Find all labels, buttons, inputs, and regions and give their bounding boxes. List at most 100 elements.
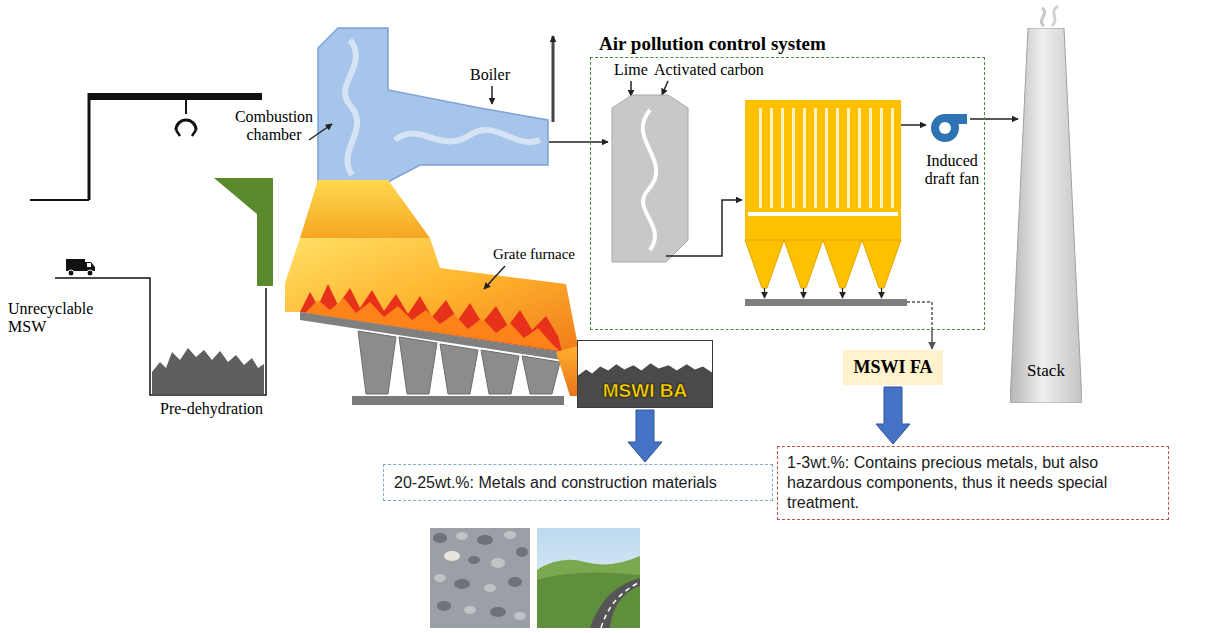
node-text: MSWI BA	[603, 380, 687, 402]
fan-icon	[945, 114, 967, 124]
node-text: 1-3wt.%: Contains precious metals, but a…	[787, 453, 1159, 513]
gravel-photo	[456, 532, 468, 540]
spray-dryer	[643, 110, 656, 250]
leader-arrow	[549, 141, 608, 143]
combustion-chamber	[318, 28, 548, 182]
fan-icon	[970, 118, 1018, 120]
node-text: MSWI FA	[853, 357, 932, 378]
combustion-chamber	[395, 130, 540, 142]
stack-chimney: Stack	[1010, 28, 1082, 403]
node-text: Air pollution control system	[599, 33, 826, 55]
road-photo	[590, 578, 640, 628]
gravel-photo	[514, 612, 526, 620]
spray-dryer	[612, 95, 742, 262]
part-label: Pre-dehydration	[160, 400, 263, 418]
waste-pit	[55, 278, 266, 395]
smoke	[1041, 6, 1058, 26]
part-label: Combustion chamber	[232, 108, 316, 145]
road-photo	[601, 582, 640, 628]
stack-shape	[1010, 28, 1082, 403]
feed-chute	[214, 178, 273, 286]
waste-pit	[55, 278, 266, 395]
bag-filter	[764, 288, 765, 298]
crane	[88, 93, 262, 100]
combustion-chamber	[300, 180, 430, 238]
part-label: Boiler	[470, 66, 510, 84]
node-text: Stack	[1027, 361, 1065, 381]
gravel-photo	[464, 606, 476, 614]
bag-filter	[842, 288, 843, 298]
waste-pit	[152, 348, 264, 394]
gravel-photo	[454, 579, 470, 589]
leader-arrow	[491, 86, 493, 104]
road-photo	[537, 528, 640, 628]
bag-filter	[745, 299, 907, 306]
bag-filter	[745, 240, 784, 288]
bag-filter	[745, 100, 901, 240]
note-box: 20-25wt.%: Metals and construction mater…	[383, 464, 773, 501]
region-box: Air pollution control system	[590, 57, 985, 330]
crane	[88, 93, 91, 200]
truck-icon	[66, 259, 85, 271]
gravel-photo	[504, 531, 516, 539]
gravel-photo	[444, 551, 460, 561]
grate-furnace	[285, 238, 582, 405]
bag-filter	[745, 100, 932, 330]
part-label: Induced draft fan	[920, 152, 984, 189]
ash-bin: MSWI BA	[577, 340, 713, 408]
truck-icon	[66, 259, 95, 276]
bag-filter	[823, 240, 862, 288]
smoke	[1041, 8, 1044, 26]
truck-icon	[87, 263, 91, 267]
crane	[30, 199, 89, 201]
gravel-photo	[433, 533, 447, 543]
spray-dryer	[666, 200, 742, 256]
bag-filter	[901, 124, 926, 126]
part-label: Grate furnace	[493, 246, 575, 263]
gravel-photo	[477, 535, 493, 545]
fly-ash-box: MSWI FA	[843, 350, 943, 385]
part-label: Lime	[614, 61, 648, 79]
stack-shape	[1010, 28, 1082, 403]
grate-furnace	[352, 396, 564, 405]
leader-arrow	[309, 124, 332, 140]
bag-filter	[803, 288, 804, 298]
leader-arrow	[484, 266, 505, 289]
grate-furnace	[481, 350, 519, 394]
truck-icon	[68, 270, 74, 276]
gravel-photo	[484, 584, 496, 592]
gravel-photo	[508, 577, 522, 587]
combustion-chamber	[300, 28, 548, 238]
gravel-photo	[430, 528, 530, 628]
node-text: 20-25wt.%: Metals and construction mater…	[394, 473, 717, 492]
gravel-photo	[434, 574, 446, 582]
bag-filter	[752, 108, 894, 208]
part-label: Unrecyclable MSW	[8, 300, 98, 337]
block-arrow	[876, 387, 910, 444]
gravel-photo	[437, 601, 451, 611]
bag-filter	[784, 240, 823, 288]
fan-icon	[931, 114, 1018, 142]
gravel-photo	[430, 528, 530, 628]
note-box: 1-3wt.%: Contains precious metals, but a…	[777, 446, 1169, 520]
road-photo	[537, 572, 640, 628]
combustion-chamber	[345, 40, 357, 175]
gravel-photo	[491, 558, 505, 568]
crane	[176, 130, 196, 136]
feed-chute	[214, 178, 273, 286]
bag-filter	[748, 212, 898, 216]
gravel-photo	[468, 556, 480, 564]
spray-dryer	[612, 95, 688, 262]
grate-furnace	[399, 337, 437, 394]
road-photo	[537, 556, 640, 628]
part-label: Activated carbon	[654, 61, 764, 79]
crane	[176, 120, 196, 130]
bag-filter	[907, 302, 932, 330]
leader-arrow	[552, 36, 555, 122]
gravel-photo	[490, 607, 506, 617]
leader-arrow	[662, 81, 668, 95]
smoke	[1052, 6, 1058, 26]
ash-pile	[578, 363, 712, 407]
grate-furnace	[440, 344, 478, 394]
